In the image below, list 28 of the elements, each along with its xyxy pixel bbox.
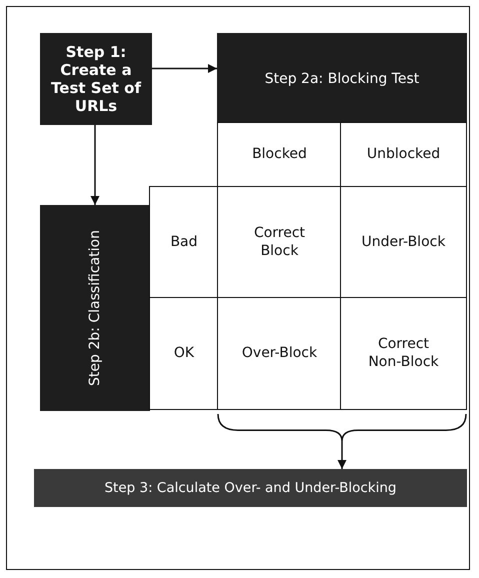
cell-text: OK [174, 344, 194, 362]
step-label: Step 1: Create a Test Set of URLs [50, 43, 142, 115]
arrow [338, 441, 346, 469]
step-label: Step 2b: Classification [87, 230, 103, 386]
table-cell [340, 297, 467, 410]
curly-brace [217, 414, 467, 442]
cell-text: Bad [170, 234, 198, 252]
cell-text: Under-Block [362, 234, 446, 252]
table-cell [149, 297, 219, 410]
table-cell [340, 186, 467, 299]
table-cell [149, 186, 219, 299]
cell-text: Correct Non-Block [367, 336, 440, 371]
table-cell [340, 122, 467, 188]
step-label: Step 2a: Blocking Test [264, 70, 420, 86]
cell-text: Over-Block [242, 344, 318, 362]
table-cell [217, 297, 342, 410]
step-label: Step 3: Calculate Over- and Under-Blocking [104, 480, 397, 496]
step-band [40, 205, 150, 411]
cell-text: Blocked [252, 146, 307, 164]
cell-text: Unblocked [366, 146, 440, 164]
arrow [152, 64, 217, 73]
table-cell [217, 186, 342, 299]
step-box [40, 33, 152, 125]
step-bar [34, 469, 467, 507]
table-cell [217, 122, 342, 188]
step-box [217, 33, 467, 124]
arrow [90, 125, 100, 205]
cell-text: Correct Block [252, 225, 306, 260]
